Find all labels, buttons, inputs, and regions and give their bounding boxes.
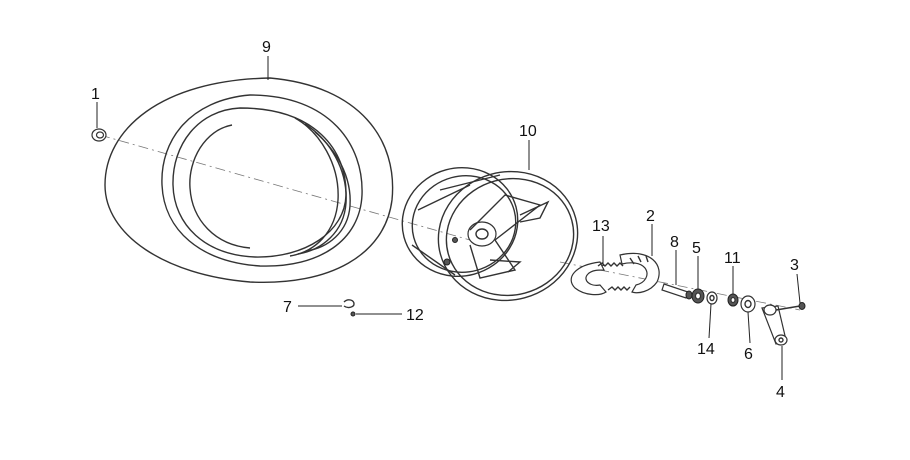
callout-4: 4: [776, 384, 785, 401]
callout-6: 6: [744, 346, 753, 363]
wheel-rim: [401, 167, 579, 302]
callout-7: 7: [283, 299, 292, 316]
assembly-axis-line: [99, 134, 471, 241]
tire: [104, 77, 394, 284]
callout-8: 8: [670, 234, 679, 251]
callout-11: 11: [724, 250, 741, 267]
oil-seal: [691, 288, 705, 304]
axle-nut: [91, 128, 107, 142]
callout-14: 14: [697, 341, 715, 358]
callout-12: 12: [406, 307, 424, 324]
wear-indicator-plate: [740, 295, 756, 313]
callout-10: 10: [519, 123, 537, 140]
callout-5: 5: [692, 240, 701, 257]
leader-lines: [96, 56, 801, 380]
washer: [706, 291, 718, 305]
callout-9: 9: [262, 39, 271, 56]
callout-13: 13: [592, 218, 610, 235]
brake-camshaft: [661, 283, 693, 300]
brake-shoes: [570, 252, 660, 296]
callout-1: 1: [91, 86, 100, 103]
callout-2: 2: [646, 208, 655, 225]
callout-3: 3: [790, 257, 799, 274]
brake-arm: [761, 304, 788, 346]
small-clip: [350, 311, 356, 317]
o-ring: [727, 293, 739, 307]
cotter-pin: [343, 299, 355, 309]
brake-arm-bolt: [775, 302, 806, 311]
